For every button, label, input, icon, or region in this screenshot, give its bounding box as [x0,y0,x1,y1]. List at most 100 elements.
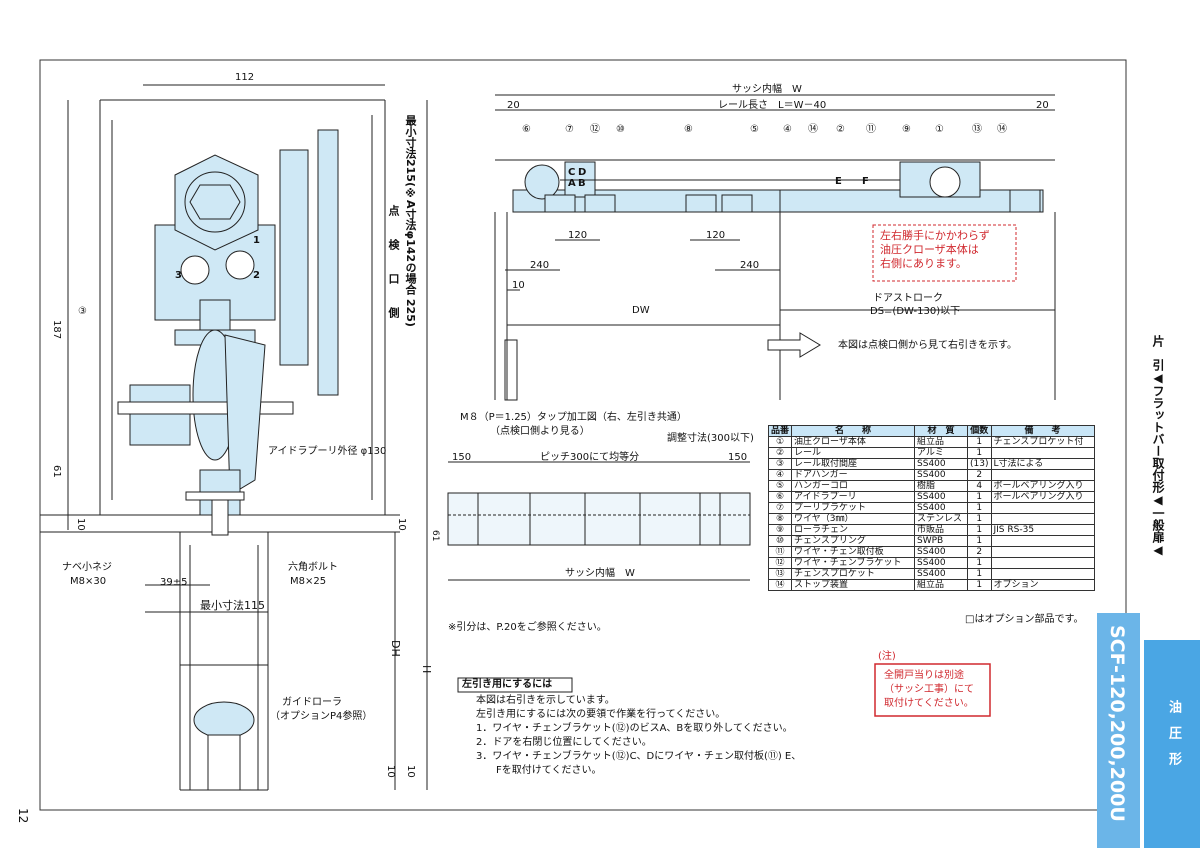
table-cell: チェンスプロケット [791,568,916,580]
caution-label: (注) [878,651,896,662]
table-cell: 1 [967,568,992,580]
left-hand-line-1: 本図は右引きを示しています。 [476,695,615,706]
letter-e: E [835,176,842,187]
table-cell: 1 [967,491,992,503]
callout-4: ④ [783,124,792,135]
left-hand-line-5: 3．ワイヤ・チェンブラケット(⑫)C、Dにワイヤ・チェン取付板(⑪) E、 [476,751,802,762]
callout-10: ⑩ [616,124,625,135]
min-dim-vertical: 最小寸法215(※A寸法φ142の場合 225) [404,115,417,327]
col-header: 材 質 [914,425,969,437]
table-cell: アイドラプーリ [791,491,916,503]
left-hand-title: 左引き用にするには [462,679,553,690]
letter-c: C [568,167,576,178]
table-cell: SS400 [914,469,969,481]
table-cell: (13) [967,458,992,470]
callout-5: ⑤ [750,124,759,135]
hex-bolt-label: 六角ボルト [288,562,338,573]
table-cell: ワイヤ・チェンブラケット [791,557,916,569]
table-cell: 1 [967,535,992,547]
table-cell: 2 [967,469,992,481]
table-cell: L寸法による [990,458,1095,470]
dim-dw: DW [632,305,650,316]
table-cell: 1 [967,524,992,536]
table-cell: ワイヤ・チェン取付板 [791,546,916,558]
table-cell: 樹脂 [914,480,969,492]
guide-roller-note: （オプションP4参照） [270,711,373,722]
dim-10-top: 10 [512,280,525,291]
red-note-line-2: 油圧クローザ本体は [880,243,979,256]
left-section-view [40,84,428,791]
table-cell: ステンレス [914,513,969,525]
callout-11: ⑪ [866,124,876,135]
table-cell: ボールベアリング入り [990,491,1095,503]
table-cell: プーリブラケット [791,502,916,514]
dim-120a: 120 [568,230,588,241]
col-header: 備 考 [990,425,1095,437]
tap-dim-150b: 150 [728,452,748,463]
table-cell: 市販品 [914,524,969,536]
page-number: 12 [16,808,30,824]
table-cell [990,447,1095,459]
callout-14a: ⑭ [808,124,818,135]
sash-width-label: サッシ内幅 W [732,84,802,95]
callout-3: ③ [78,306,87,317]
min-dim-115: 最小寸法115 [200,599,265,612]
table-cell: オプション [990,579,1095,591]
ds-formula: DS=(DW-130)以下 [870,306,961,317]
table-cell: 1 [967,447,992,459]
parts-table-header: 品番 名 称 材 質 個数 備 考 [767,425,1095,437]
tap-dim-61: 61 [430,530,440,542]
dim-240b: 240 [740,260,760,271]
table-cell: ワイヤ（3㎜） [791,513,916,525]
inspection-side-label: 点 検 口 側 [387,205,400,324]
table-cell: SS400 [914,491,969,503]
rail-length-label: レール長さ L＝W－40 [718,100,827,111]
dim-10b: 10 [396,518,407,531]
dim-120b: 120 [706,230,726,241]
table-cell [990,546,1095,558]
table-cell: ⑨ [767,524,793,536]
pitch-label: ピッチ300にて均等分 [540,452,640,463]
pulley-num-3: 3 [175,270,182,281]
letter-f: F [862,176,869,187]
table-cell: ボールベアリング入り [990,480,1095,492]
tap-drawing [447,461,751,581]
table-cell: 組立品 [914,436,969,448]
col-header: 品番 [767,425,793,437]
view-note: 本図は点検口側から見て右引きを示す。 [838,340,1017,351]
callout-7: ⑦ [565,124,574,135]
reference-note: ※引分は、P.20をご参照ください。 [448,622,607,633]
sidebar-model-panel [1097,613,1140,848]
table-cell: ドアハンガー [791,469,916,481]
table-cell: ⑩ [767,535,793,547]
table-cell: アルミ [914,447,969,459]
callout-9: ⑨ [902,124,911,135]
pan-screw-label: ナベ小ネジ [62,562,112,573]
callout-1: ① [935,124,944,135]
table-cell: ⑫ [767,557,793,569]
table-cell: レール [791,447,916,459]
callout-13: ⑬ [972,124,982,135]
red-note-line-1: 左右勝手にかかわらず [880,229,990,242]
table-cell: 2 [967,546,992,558]
table-cell: ⑥ [767,491,793,503]
left-hand-line-3: 1．ワイヤ・チェンブラケット(⑫)のビスA、Bを取り外してください。 [476,723,793,734]
table-cell: 1 [967,579,992,591]
pan-screw-size: M8×30 [70,576,107,587]
table-cell: JIS RS-35 [990,524,1095,536]
table-cell: SS400 [914,458,969,470]
dim-10d: 10 [405,765,416,778]
table-cell: 1 [967,436,992,448]
col-header: 個数 [967,425,992,437]
option-note: □はオプション部品です。 [965,614,1084,625]
tap-sash-width: サッシ内幅 W [565,568,635,579]
